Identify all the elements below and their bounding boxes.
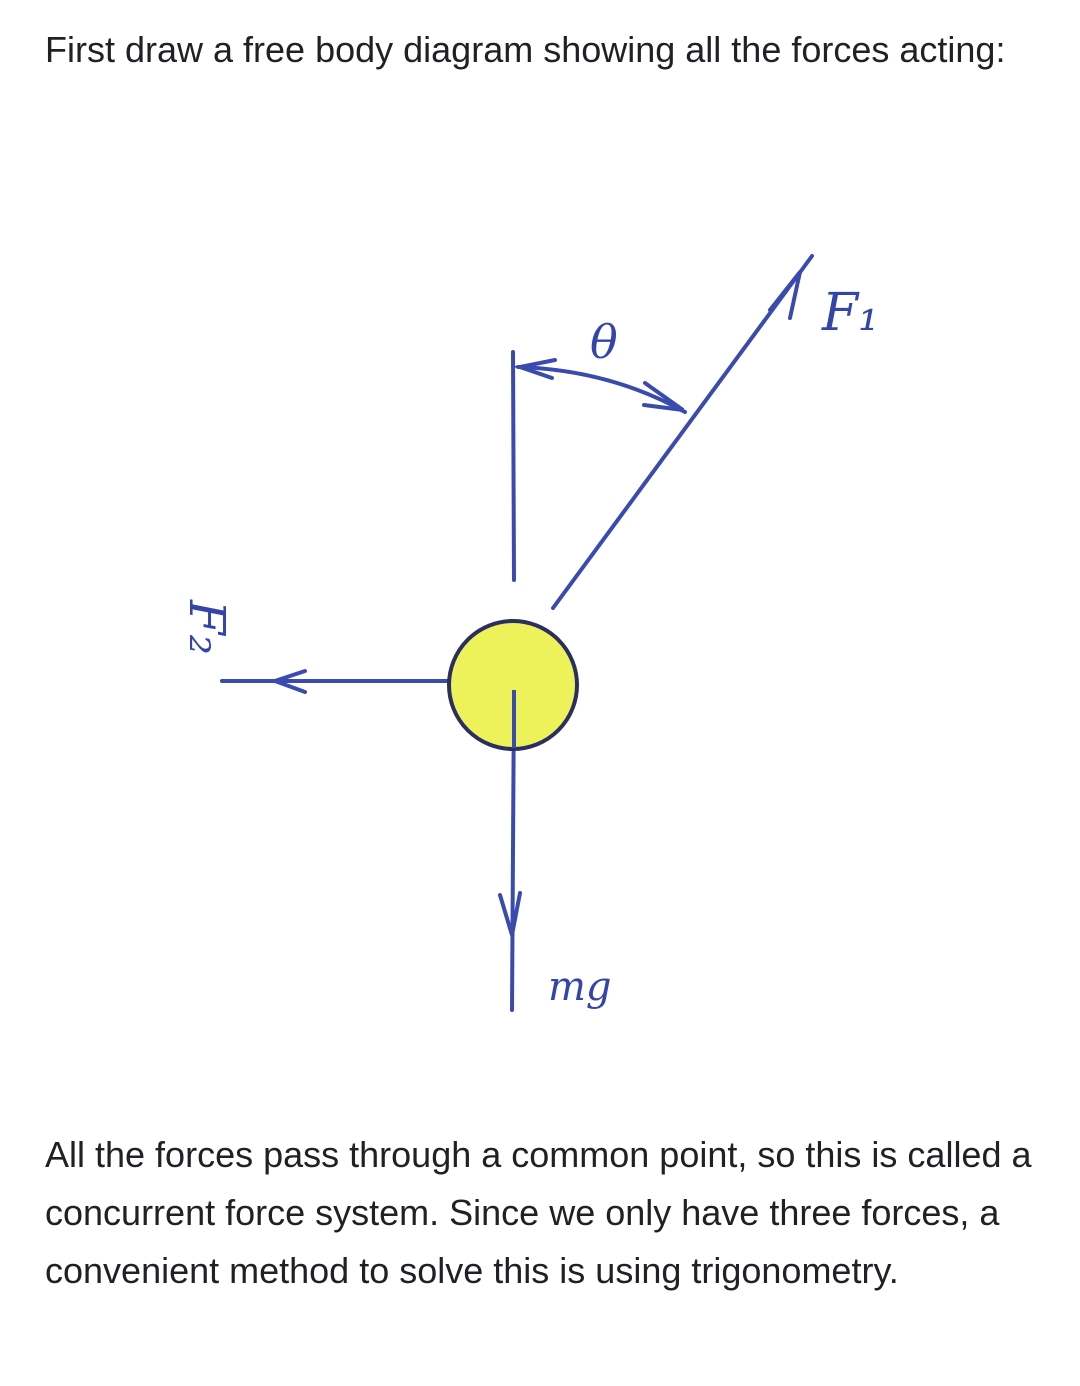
vertical-reference-line bbox=[511, 350, 516, 582]
theta-arrowhead-left bbox=[512, 358, 557, 380]
conclusion-paragraph: All the forces pass through a common poi… bbox=[45, 1134, 1032, 1291]
intro-paragraph: First draw a free body diagram showing a… bbox=[45, 29, 1006, 70]
mg-label: mg bbox=[548, 964, 612, 1010]
theta-arrowhead-right bbox=[642, 381, 685, 412]
theta-arc bbox=[516, 365, 687, 414]
f1-force-line bbox=[551, 254, 814, 610]
mg-arrowhead bbox=[498, 891, 522, 936]
theta-label: θ bbox=[590, 315, 618, 369]
f2-arrowhead bbox=[268, 669, 307, 694]
f1-arrowhead bbox=[768, 270, 802, 320]
f1-label: F₁ bbox=[821, 283, 879, 343]
mass-circle bbox=[447, 619, 579, 751]
f2-label: F₂ bbox=[178, 599, 236, 655]
free-body-diagram: θ F₁ F₂ mg bbox=[178, 254, 879, 1012]
